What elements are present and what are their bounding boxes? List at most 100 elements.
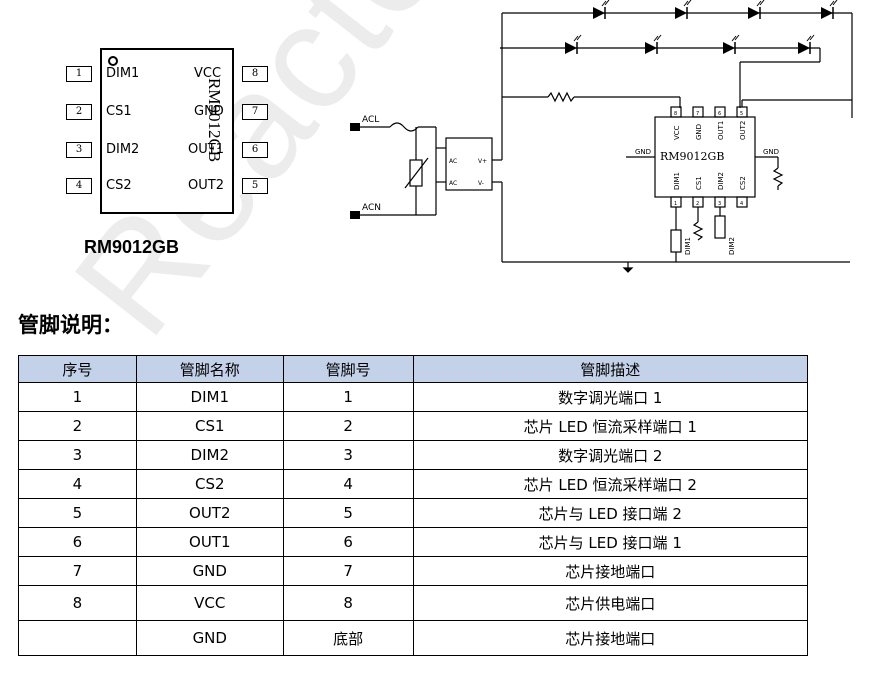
cell [18, 620, 137, 656]
header-pin-number: 管脚号 [282, 355, 414, 383]
table-row: 7 GND 7 芯片接地端口 [18, 556, 809, 586]
cell: 4 [282, 469, 414, 499]
cell: DIM1 [135, 382, 284, 412]
cell: 5 [18, 498, 137, 528]
table-row: 6 OUT1 6 芯片与 LED 接口端 1 [18, 527, 809, 557]
pin-name: CS2 [739, 176, 747, 190]
pin-number: 8 [674, 111, 677, 117]
cell: CS2 [135, 469, 284, 499]
cell: 数字调光端口 1 [412, 382, 809, 412]
cell: 3 [18, 440, 137, 470]
section-heading: 管脚说明： [18, 313, 123, 337]
cell: 6 [282, 527, 414, 557]
pin-number: 7 [696, 111, 699, 117]
pin-name: DIM2 [717, 172, 725, 190]
pin-number: 6 [718, 111, 721, 117]
pin-number-box: 4 [66, 178, 92, 194]
chip-body: RM9012GB [100, 48, 234, 214]
cell: 芯片供电端口 [412, 585, 809, 621]
table-row: 1 DIM1 1 数字调光端口 1 [18, 382, 809, 412]
table-row: 3 DIM2 3 数字调光端口 2 [18, 440, 809, 470]
application-schematic: ACL ACN AC AC V+ V- GND GND RM9012GB 8 7… [350, 0, 853, 273]
header-pin-description: 管脚描述 [412, 355, 809, 383]
pin-label: GND [194, 104, 224, 119]
cell: 6 [18, 527, 137, 557]
table-row: 4 CS2 4 芯片 LED 恒流采样端口 2 [18, 469, 809, 499]
header-index: 序号 [18, 355, 137, 383]
pin-number-box: 7 [242, 104, 268, 120]
pin-label: OUT1 [188, 142, 224, 157]
cell: 芯片接地端口 [412, 620, 809, 656]
bridge-vplus-label: V+ [478, 158, 487, 165]
cell: OUT1 [135, 527, 284, 557]
pin-number: 4 [740, 201, 743, 207]
chip-name-vertical: RM9012GB [205, 78, 224, 163]
cell: 8 [18, 585, 137, 621]
cell: 芯片接地端口 [412, 556, 809, 586]
pin-name: OUT1 [717, 121, 725, 140]
cell: VCC [135, 585, 284, 621]
pin-label: DIM2 [106, 142, 140, 157]
pin-label: DIM1 [106, 66, 140, 81]
pin-number-box: 6 [242, 142, 268, 158]
gnd-label: GND [635, 148, 651, 156]
bridge-vminus-label: V- [478, 180, 484, 187]
pin-number-box: 2 [66, 104, 92, 120]
table-row: GND 底部 芯片接地端口 [18, 620, 809, 656]
pin-name: VCC [673, 125, 681, 140]
cell: OUT2 [135, 498, 284, 528]
pin-description-table: 序号 管脚名称 管脚号 管脚描述 1 DIM1 1 数字调光端口 1 2 CS1… [18, 355, 809, 656]
cell: 5 [282, 498, 414, 528]
pin1-marker [108, 56, 118, 66]
pin-number: 5 [740, 111, 743, 117]
cell: 3 [282, 440, 414, 470]
gnd-label: GND [763, 148, 779, 156]
schematic-chip-name: RM9012GB [660, 150, 724, 163]
cell: GND [135, 556, 284, 586]
pin-number: 1 [674, 201, 677, 207]
cell: 4 [18, 469, 137, 499]
pin-number-box: 1 [66, 66, 92, 82]
table-row: 8 VCC 8 芯片供电端口 [18, 585, 809, 621]
dim2-label: DIM2 [728, 237, 736, 255]
package-caption: RM9012GB [84, 237, 180, 257]
pin-name: GND [695, 124, 703, 140]
cell: 1 [282, 382, 414, 412]
pin-name: CS1 [695, 176, 703, 190]
cell: 底部 [282, 620, 414, 656]
pin-name: DIM1 [673, 172, 681, 190]
pin-number: 3 [718, 201, 721, 207]
pin-label: VCC [194, 66, 222, 81]
acl-label: ACL [362, 115, 379, 125]
pin-label: OUT2 [188, 178, 224, 193]
pin-label: CS2 [106, 178, 132, 193]
pin-number: 2 [696, 201, 699, 207]
table-row: 5 OUT2 5 芯片与 LED 接口端 2 [18, 498, 809, 528]
table-row: 2 CS1 2 芯片 LED 恒流采样端口 1 [18, 411, 809, 441]
bridge-ac-label: AC [449, 158, 457, 165]
bridge-ac-label: AC [449, 180, 457, 187]
pin-number-box: 8 [242, 66, 268, 82]
header-pin-name: 管脚名称 [135, 355, 284, 383]
cell: 1 [18, 382, 137, 412]
cell: DIM2 [135, 440, 284, 470]
cell: 芯片 LED 恒流采样端口 2 [412, 469, 809, 499]
cell: 芯片与 LED 接口端 1 [412, 527, 809, 557]
cell: 2 [18, 411, 137, 441]
cell: 芯片 LED 恒流采样端口 1 [412, 411, 809, 441]
dim1-label: DIM1 [684, 237, 692, 255]
acn-label: ACN [362, 203, 381, 213]
cell: 8 [282, 585, 414, 621]
cell: 芯片与 LED 接口端 2 [412, 498, 809, 528]
pin-label: CS1 [106, 104, 132, 119]
cell: 数字调光端口 2 [412, 440, 809, 470]
cell: 7 [18, 556, 137, 586]
cell: GND [135, 620, 284, 656]
cell: 7 [282, 556, 414, 586]
table-header-row: 序号 管脚名称 管脚号 管脚描述 [18, 355, 809, 383]
pin-number-box: 5 [242, 178, 268, 194]
ic-package-diagram: RM9012GB 1 DIM1 2 CS1 3 DIM2 4 CS2 VCC 8… [60, 40, 280, 230]
pin-number-box: 3 [66, 142, 92, 158]
cell: 2 [282, 411, 414, 441]
pin-name: OUT2 [739, 121, 747, 140]
